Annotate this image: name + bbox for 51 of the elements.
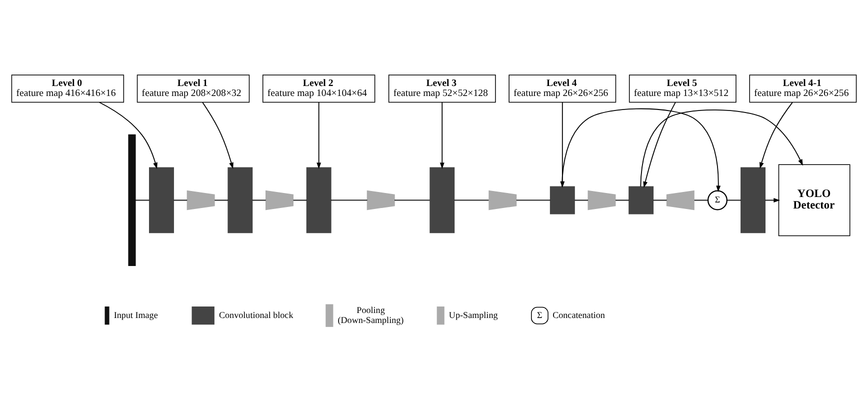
arrow <box>202 102 234 169</box>
node-box: Level 4-1 feature map 26×26×256 <box>749 74 857 103</box>
connector <box>454 200 490 201</box>
connector <box>214 200 228 201</box>
connector <box>394 200 430 201</box>
node-box: Level 2 feature map 104×104×64 <box>262 74 376 103</box>
node-trapezoid <box>488 190 517 210</box>
connector <box>516 200 551 201</box>
arrow <box>640 110 803 187</box>
node-trapezoid <box>666 190 694 210</box>
node-circle: Σ <box>707 190 728 210</box>
connector <box>173 200 188 201</box>
connector <box>726 200 742 201</box>
connector <box>652 200 668 201</box>
node-box <box>550 186 575 214</box>
legend-label: Pooling (Down-Sampling) <box>338 305 404 325</box>
arrow <box>440 102 444 169</box>
arrow <box>643 102 676 188</box>
node-box <box>430 167 455 234</box>
connector <box>292 200 308 201</box>
connector <box>252 200 266 201</box>
connector <box>574 200 588 201</box>
node-box: Level 4 feature map 26×26×256 <box>508 74 616 103</box>
node-trapezoid <box>186 190 215 210</box>
legend-label: Concatenation <box>552 310 605 320</box>
node-box <box>149 167 174 234</box>
arrow <box>98 102 158 170</box>
connector <box>134 200 150 201</box>
node-box: Level 1 feature map 208×208×32 <box>136 74 250 103</box>
node-trapezoid <box>588 190 616 210</box>
connector <box>615 200 630 201</box>
legend-label: Convolutional block <box>218 310 294 320</box>
node-bar <box>128 134 136 266</box>
node-box: Level 5 feature map 13×13×512 <box>628 74 736 103</box>
node-box <box>740 167 766 234</box>
node-box <box>306 167 332 234</box>
connector <box>694 200 708 201</box>
node-box <box>628 186 654 214</box>
arrow <box>316 102 322 169</box>
legend-label: Up-Sampling <box>448 310 498 320</box>
arrow <box>759 102 793 169</box>
node-trapezoid <box>366 190 395 210</box>
connector <box>330 200 368 201</box>
node-box: Level 0 feature map 416×416×16 <box>11 74 124 103</box>
node-trapezoid <box>266 190 294 210</box>
node-box: YOLO Detector <box>778 164 850 236</box>
node-box <box>228 167 253 234</box>
label: Σ <box>537 310 542 320</box>
legend-label: Input Image <box>114 310 158 320</box>
node-box: Level 3 feature map 52×52×128 <box>388 74 496 103</box>
arrow <box>562 108 721 192</box>
